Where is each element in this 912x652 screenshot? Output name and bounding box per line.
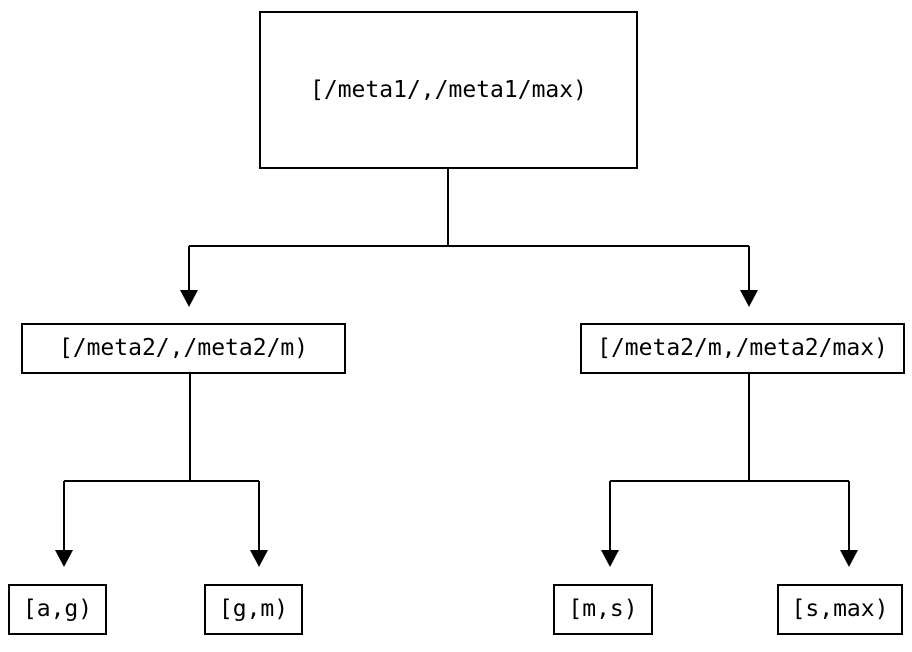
- tree-node-label: [/meta2/,/meta2/m): [58, 335, 309, 361]
- arrowhead-mid-right: [740, 290, 758, 307]
- tree-node-label: [m,s): [568, 596, 638, 622]
- arrowhead-leaf-g-m: [250, 550, 268, 567]
- arrowhead-leaf-a-g: [55, 550, 73, 567]
- arrowhead-leaf-m-s: [601, 550, 619, 567]
- tree-node-label: [s,max): [791, 596, 889, 622]
- tree-node-mid-left[interactable]: [/meta2/,/meta2/m): [21, 323, 346, 374]
- tree-node-label: [/meta2/m,/meta2/max): [597, 335, 888, 361]
- tree-node-leaf-s-max[interactable]: [s,max): [777, 584, 903, 635]
- tree-node-mid-right[interactable]: [/meta2/m,/meta2/max): [580, 323, 905, 374]
- arrowhead-leaf-s-max: [840, 550, 858, 567]
- arrowhead-mid-left: [180, 290, 198, 307]
- tree-node-label: [a,g): [22, 596, 93, 622]
- tree-node-root[interactable]: [/meta1/,/meta1/max): [259, 11, 638, 169]
- tree-node-leaf-a-g[interactable]: [a,g): [8, 584, 107, 635]
- tree-node-leaf-g-m[interactable]: [g,m): [204, 584, 303, 635]
- tree-node-label: [/meta1/,/meta1/max): [310, 76, 587, 103]
- tree-node-label: [g,m): [218, 596, 289, 622]
- tree-node-leaf-m-s[interactable]: [m,s): [553, 584, 653, 635]
